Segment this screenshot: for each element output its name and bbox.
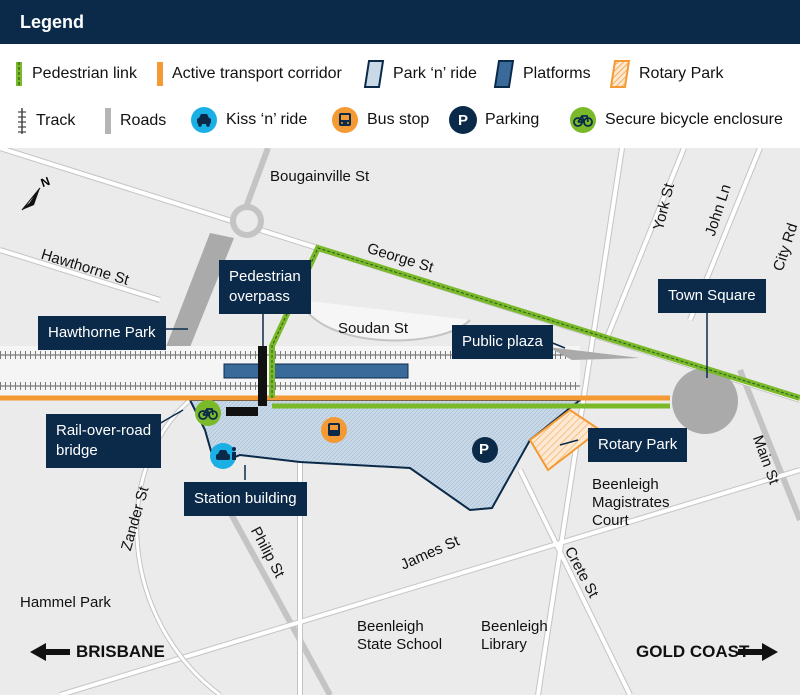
legend-label: Secure bicycle enclosure xyxy=(605,111,783,128)
callout-hawthorne-park: Hawthorne Park xyxy=(38,316,166,350)
place-label-library: Beenleigh Library xyxy=(481,618,548,653)
track-sleepers xyxy=(0,351,580,390)
legend-label: Track xyxy=(36,112,76,129)
legend-label: Platforms xyxy=(523,65,591,82)
street-label-soudan: Soudan St xyxy=(338,320,409,337)
legend-bus-stop: Bus stop xyxy=(331,106,429,134)
bicycle-icon xyxy=(195,400,221,426)
callout-rail-bridge: Rail-over-road bridge xyxy=(46,414,162,468)
legend-title: Legend xyxy=(20,12,85,32)
legend-label: Park ‘n’ ride xyxy=(393,65,477,82)
legend-label: Rotary Park xyxy=(639,65,724,82)
legend-header: Legend xyxy=(0,0,800,44)
pedestrian-icon xyxy=(232,447,236,460)
callout-station-building: Station building xyxy=(184,482,307,516)
legend-platforms: Platforms xyxy=(493,59,591,89)
bus-icon xyxy=(332,107,358,133)
bus-icon xyxy=(321,417,347,443)
direction-brisbane: BRISBANE xyxy=(76,642,165,661)
park-n-ride-swatch xyxy=(363,60,385,88)
place-label-magistrates: Beenleigh Magistrates Court xyxy=(592,476,670,529)
public-plaza-area xyxy=(548,347,640,360)
place-label-state-school: Beenleigh State School xyxy=(357,618,443,653)
station-map: P N Bougainville St George St Hawthorne … xyxy=(0,148,800,695)
track-swatch xyxy=(18,108,26,134)
callout-pedestrian-overpass: Pedestrian overpass xyxy=(219,260,311,314)
legend-bicycle: Secure bicycle enclosure xyxy=(569,106,783,134)
car-icon xyxy=(191,107,217,133)
parking-icon-bg xyxy=(472,437,498,463)
legend-park-n-ride: Park ‘n’ ride xyxy=(363,59,477,89)
legend-kiss-n-ride: Kiss ‘n’ ride xyxy=(190,106,307,134)
legend-roads: Roads xyxy=(104,108,166,134)
arrow-right-icon xyxy=(738,643,778,661)
legend-parking: P Parking xyxy=(449,106,539,134)
callout-rotary-park: Rotary Park xyxy=(588,428,688,462)
rotary-park-swatch xyxy=(609,60,631,88)
bicycle-icon xyxy=(570,107,596,133)
legend-label: Roads xyxy=(120,112,167,129)
roundabout xyxy=(230,204,264,238)
car-icon xyxy=(210,443,236,469)
legend-label: Pedestrian link xyxy=(32,65,137,82)
direction-gold-coast: GOLD COAST xyxy=(636,642,750,661)
platform-east xyxy=(273,363,409,379)
legend-panel: Pedestrian link Active transport corrido… xyxy=(0,44,800,148)
legend-label: Active transport corridor xyxy=(172,65,342,82)
hawthorne-park-area xyxy=(164,233,234,352)
legend-track: Track xyxy=(16,108,75,134)
parking-icon: P xyxy=(449,106,477,134)
callout-public-plaza: Public plaza xyxy=(452,325,553,359)
place-label-hammel: Hammel Park xyxy=(20,594,111,611)
north-arrow-icon xyxy=(21,187,41,211)
pedestrian-overpass xyxy=(258,346,267,406)
callout-town-square: Town Square xyxy=(658,279,766,313)
callout-leaders xyxy=(151,305,708,480)
legend-pedestrian-link: Pedestrian link xyxy=(14,62,137,86)
map-graphics xyxy=(0,148,800,695)
arrow-left-icon xyxy=(30,643,70,661)
legend-label: Kiss ‘n’ ride xyxy=(226,111,308,128)
pedestrian-link-swatch xyxy=(16,62,22,86)
legend-active-transport: Active transport corridor xyxy=(156,62,342,86)
legend-label: Parking xyxy=(485,111,540,128)
parking-icon: P xyxy=(479,441,490,458)
platforms-swatch xyxy=(493,60,515,88)
legend-rotary-park: Rotary Park xyxy=(609,59,723,89)
active-transport-swatch xyxy=(157,62,163,86)
legend-label: Bus stop xyxy=(367,111,430,128)
street-label-bougainville: Bougainville St xyxy=(270,168,370,185)
overpass-connector xyxy=(226,407,258,416)
town-square-area xyxy=(672,368,738,434)
roads-swatch xyxy=(105,108,111,134)
